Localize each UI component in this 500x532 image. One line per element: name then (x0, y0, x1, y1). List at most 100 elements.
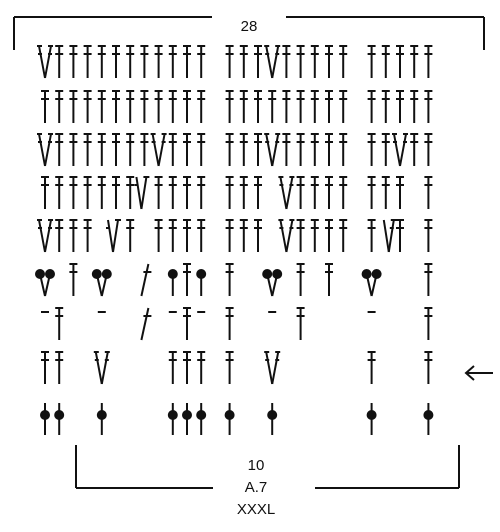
treble-icon (239, 176, 248, 209)
treble-icon (183, 90, 191, 123)
treble-icon (168, 133, 177, 166)
treble-icon (367, 45, 376, 78)
treble-icon (410, 133, 419, 166)
treble-icon (396, 219, 404, 252)
chain-dot-stitch-icon (54, 403, 65, 435)
treble-icon (41, 90, 49, 123)
treble-icon (254, 219, 262, 252)
treble-icon (83, 133, 92, 166)
inc-two-trebles-left-icon (134, 176, 150, 210)
treble-icon (254, 45, 262, 78)
diagram-id: A.7 (245, 479, 268, 496)
stitch-grid (35, 45, 434, 435)
treble-icon (41, 351, 49, 384)
treble-icon (69, 133, 78, 166)
treble-icon (424, 351, 433, 384)
treble-icon (69, 176, 78, 209)
treble-icon (197, 351, 206, 384)
treble-icon (154, 90, 163, 123)
inc-two-trebles-left-icon (106, 219, 121, 253)
slanted-treble-icon (140, 307, 152, 341)
treble-icon (239, 133, 248, 166)
treble-icon (325, 90, 333, 123)
treble-icon (296, 219, 305, 252)
treble-icon (168, 90, 177, 123)
treble-icon (154, 176, 163, 209)
treble-icon (339, 90, 348, 123)
treble-icon (112, 45, 120, 78)
inc-two-trebles-icon (37, 45, 53, 79)
treble-icon (296, 45, 305, 78)
treble-icon (55, 307, 64, 340)
treble-icon (168, 351, 177, 384)
treble-icon (254, 133, 262, 166)
treble-icon (367, 351, 376, 384)
treble-icon (55, 133, 64, 166)
treble-icon (282, 90, 291, 123)
treble-icon (310, 45, 319, 78)
treble-icon (367, 219, 376, 252)
treble-icon (126, 219, 135, 252)
chain-dot-stitch-icon (196, 403, 207, 435)
treble-icon (424, 90, 433, 123)
treble-icon (339, 219, 348, 252)
treble-icon (225, 176, 234, 209)
treble-icon (41, 176, 49, 209)
treble-icon (325, 263, 333, 296)
treble-icon (396, 45, 404, 78)
treble-icon (197, 45, 206, 78)
treble-icon (282, 45, 291, 78)
treble-icon (424, 133, 433, 166)
treble-icon (296, 90, 305, 123)
treble-icon (254, 90, 262, 123)
treble-icon (97, 176, 106, 209)
treble-icon (112, 133, 120, 166)
inc-two-trebles-icon (37, 133, 53, 167)
treble-icon (55, 45, 64, 78)
inc-two-trebles-with-dots-icon (35, 269, 55, 297)
inc-two-trebles-icon (392, 133, 408, 167)
treble-icon (69, 219, 78, 252)
chain-dot-stitch-icon (366, 403, 377, 435)
treble-icon (197, 176, 206, 209)
top-bracket (13, 16, 485, 50)
inc-two-trebles-with-dots-icon (361, 269, 382, 297)
treble-icon (239, 45, 248, 78)
chain-dot-stitch-icon (182, 403, 192, 435)
treble-icon (268, 90, 277, 123)
treble-icon (69, 263, 78, 296)
treble-with-dot-icon (167, 269, 178, 296)
treble-icon (310, 133, 319, 166)
treble-icon (282, 133, 291, 166)
treble-icon (197, 133, 206, 166)
treble-icon (183, 45, 191, 78)
treble-icon (183, 176, 191, 209)
treble-icon (97, 45, 106, 78)
treble-icon (381, 176, 390, 209)
chain-dot-stitch-icon (224, 403, 235, 435)
treble-icon (112, 176, 120, 209)
chain-dot-stitch-icon (40, 403, 50, 435)
treble-icon (339, 45, 348, 78)
treble-icon (424, 263, 433, 296)
treble-icon (183, 307, 191, 340)
treble-icon (239, 90, 248, 123)
treble-icon (310, 219, 319, 252)
treble-icon (424, 307, 433, 340)
stitch-count-bottom: 10 (248, 457, 265, 474)
treble-icon (381, 133, 390, 166)
inc-two-trebles-icon (264, 45, 281, 79)
treble-icon (83, 219, 92, 252)
treble-icon (296, 263, 305, 296)
treble-icon (225, 219, 234, 252)
treble-icon (197, 90, 206, 123)
chain-dot-stitch-icon (423, 403, 434, 435)
inc-two-trebles-icon (150, 133, 167, 167)
treble-icon (55, 351, 64, 384)
treble-icon (296, 176, 305, 209)
treble-icon (126, 176, 135, 209)
treble-icon (55, 90, 64, 123)
inc-two-trebles-with-dots-icon (91, 269, 112, 297)
size-label: XXXL (237, 501, 275, 518)
treble-icon (83, 176, 92, 209)
